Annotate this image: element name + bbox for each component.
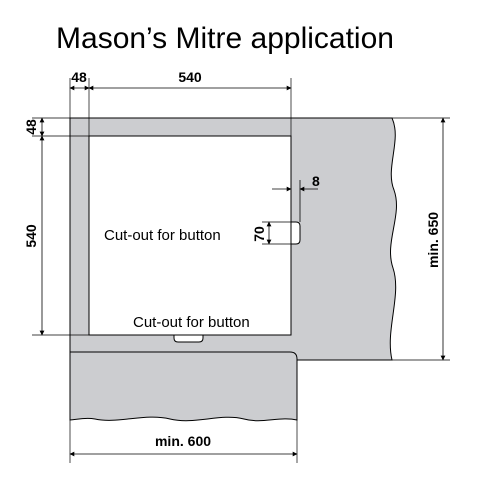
dim-cutout-depth: 8 [312,173,320,189]
opening [88,135,292,336]
page-title: Mason’s Mitre application [56,22,394,55]
dim-cutout-length: 70 [251,226,267,242]
side-cutout-notch [290,221,301,245]
dim-total-depth: min. 650 [425,212,441,268]
dim-cabinet-width: min. 600 [155,433,211,449]
bottom-cutout-label: Cut-out for button [133,314,250,331]
dim-opening-width: 540 [178,69,202,85]
bottom-cutout-notch [173,334,204,343]
side-cutout-label: Cut-out for button [104,227,221,244]
dim-opening-height: 540 [23,224,39,248]
dim-top-depth: 48 [23,119,39,135]
lower-worktop-shape [69,351,298,422]
dim-side-width: 48 [71,69,87,85]
